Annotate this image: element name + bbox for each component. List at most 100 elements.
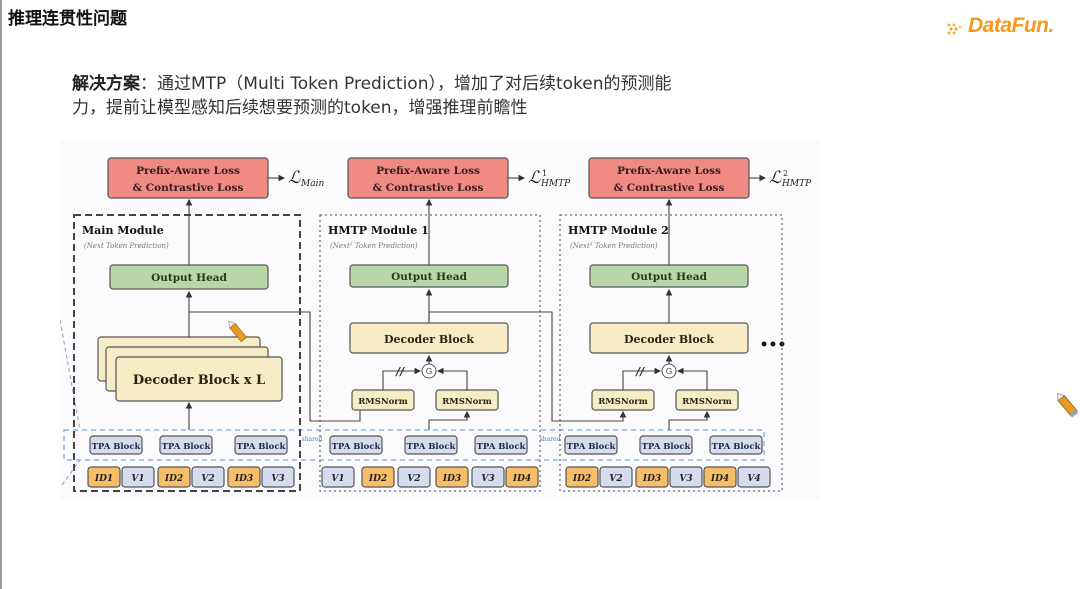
token-label: ID4 — [710, 474, 729, 484]
module-subtitle: (Next² Token Prediction) — [330, 242, 418, 250]
loss-label-line2: & Contrastive Loss — [614, 182, 725, 194]
stop-gradient-mark: // — [395, 365, 405, 378]
rmsnorm-label: RMSNorm — [358, 397, 408, 407]
stop-gradient-path — [382, 367, 422, 390]
decoder-label: Decoder Block x L — [133, 373, 265, 388]
token-id — [157, 466, 191, 488]
token-label: V3 — [271, 474, 284, 484]
token-v — [121, 466, 155, 488]
tpa-block — [564, 435, 618, 455]
token-v — [737, 466, 771, 488]
token-label: V1 — [331, 474, 344, 484]
slide-title: 推理连贯性问题 — [8, 9, 127, 29]
logo-dots-icon — [947, 23, 962, 35]
token-v — [669, 466, 703, 488]
gate-label: G — [426, 367, 432, 376]
token-label: ID3 — [442, 474, 461, 484]
token-id — [505, 466, 539, 488]
loss-symbol: ℒ — [288, 168, 301, 188]
token-label: ID2 — [572, 474, 591, 484]
shared-label: shared — [302, 436, 323, 443]
stop-gradient-mark: // — [635, 365, 645, 378]
module-border-2 — [559, 214, 783, 492]
tpa-block — [709, 435, 763, 455]
tpa-to-rmsnorm-arrow — [668, 410, 711, 430]
gate-label: G — [666, 367, 672, 376]
loss-label-line1: Prefix-Aware Loss — [376, 165, 480, 177]
token-v — [397, 466, 431, 488]
tpa-block — [404, 435, 458, 455]
tpa-shared-band — [63, 429, 765, 461]
token-v — [599, 466, 633, 488]
output-head-label: Output Head — [631, 271, 708, 283]
shared-label: shared — [540, 436, 561, 443]
rmsnorm-label: RMSNorm — [682, 397, 732, 407]
tpa-block — [329, 435, 383, 455]
token-label: V2 — [609, 474, 622, 484]
token-label: ID4 — [512, 474, 531, 484]
zoom-guide-line — [61, 459, 81, 486]
loss-superscript: 1 — [542, 169, 547, 178]
tpa-block-label: TPA Block — [642, 442, 692, 452]
tpa-block-label: TPA Block — [567, 442, 617, 452]
decoder-label: Decoder Block — [624, 333, 714, 346]
tpa-block — [474, 435, 528, 455]
tpa-block — [234, 435, 288, 455]
tpa-block — [89, 435, 143, 455]
loss-subscript: HMTP — [781, 179, 812, 189]
loss-subscript: HMTP — [540, 179, 571, 189]
token-label: V2 — [201, 474, 214, 484]
module-subtitle: (Next³ Token Prediction) — [570, 242, 658, 250]
loss-symbol: ℒ — [528, 168, 541, 188]
rmsnorm-label: RMSNorm — [598, 397, 648, 407]
tpa-block — [159, 435, 213, 455]
pencil-cursor-icon — [228, 320, 248, 343]
module-subtitle: (Next Token Prediction) — [84, 242, 169, 250]
token-label: V4 — [747, 474, 760, 484]
loss-label-line2: & Contrastive Loss — [373, 182, 484, 194]
logo-text: DataFun. — [968, 14, 1054, 37]
mtp-architecture-diagram: Main Module(Next Token Prediction)Prefix… — [59, 140, 820, 500]
tpa-block — [639, 435, 693, 455]
token-label: ID2 — [164, 474, 183, 484]
hidden-state-link-2 — [428, 311, 627, 422]
rmsnorm-label: RMSNorm — [442, 397, 492, 407]
stop-gradient-path — [622, 367, 662, 390]
token-id — [703, 466, 737, 488]
tpa-block-label: TPA Block — [712, 442, 762, 452]
tpa-block-label: TPA Block — [237, 442, 287, 452]
tpa-block-label: TPA Block — [332, 442, 382, 452]
token-v — [261, 466, 295, 488]
zoom-guide-line — [59, 319, 81, 431]
token-label: ID3 — [234, 474, 253, 484]
token-id — [435, 466, 469, 488]
token-label: V3 — [481, 474, 494, 484]
token-v — [321, 466, 355, 488]
output-head-box — [589, 264, 749, 288]
module-border-1 — [319, 214, 541, 492]
tpa-to-rmsnorm-arrow — [428, 410, 471, 430]
token-label: ID3 — [642, 474, 661, 484]
loss-label-line2: & Contrastive Loss — [133, 182, 244, 194]
token-label: ID1 — [94, 474, 113, 484]
datafun-logo: DataFun. — [946, 14, 1066, 44]
output-head-box — [109, 264, 269, 290]
output-head-box — [349, 264, 509, 288]
token-id — [87, 466, 121, 488]
module-border-0 — [73, 214, 301, 492]
module-title: HMTP Module 1 — [328, 224, 429, 237]
token-id — [361, 466, 395, 488]
output-head-label: Output Head — [151, 272, 228, 284]
module-title: HMTP Module 2 — [568, 224, 669, 237]
loss-label-line1: Prefix-Aware Loss — [136, 165, 240, 177]
hidden-state-link-1 — [189, 311, 364, 422]
solution-line2: 力，提前让模型感知后续想要预测的token，增强推理前瞻性 — [72, 98, 528, 118]
solution-description: 解决方案：通过MTP（Multi Token Prediction），增加了对后… — [72, 72, 792, 120]
token-label: ID2 — [368, 474, 387, 484]
tpa-block-label: TPA Block — [477, 442, 527, 452]
rmsnorm-to-gate-arrow — [676, 367, 708, 390]
token-label: V2 — [407, 474, 420, 484]
window-left-border — [0, 0, 2, 589]
tpa-block-label: TPA Block — [407, 442, 457, 452]
loss-subscript: Main — [300, 179, 324, 189]
